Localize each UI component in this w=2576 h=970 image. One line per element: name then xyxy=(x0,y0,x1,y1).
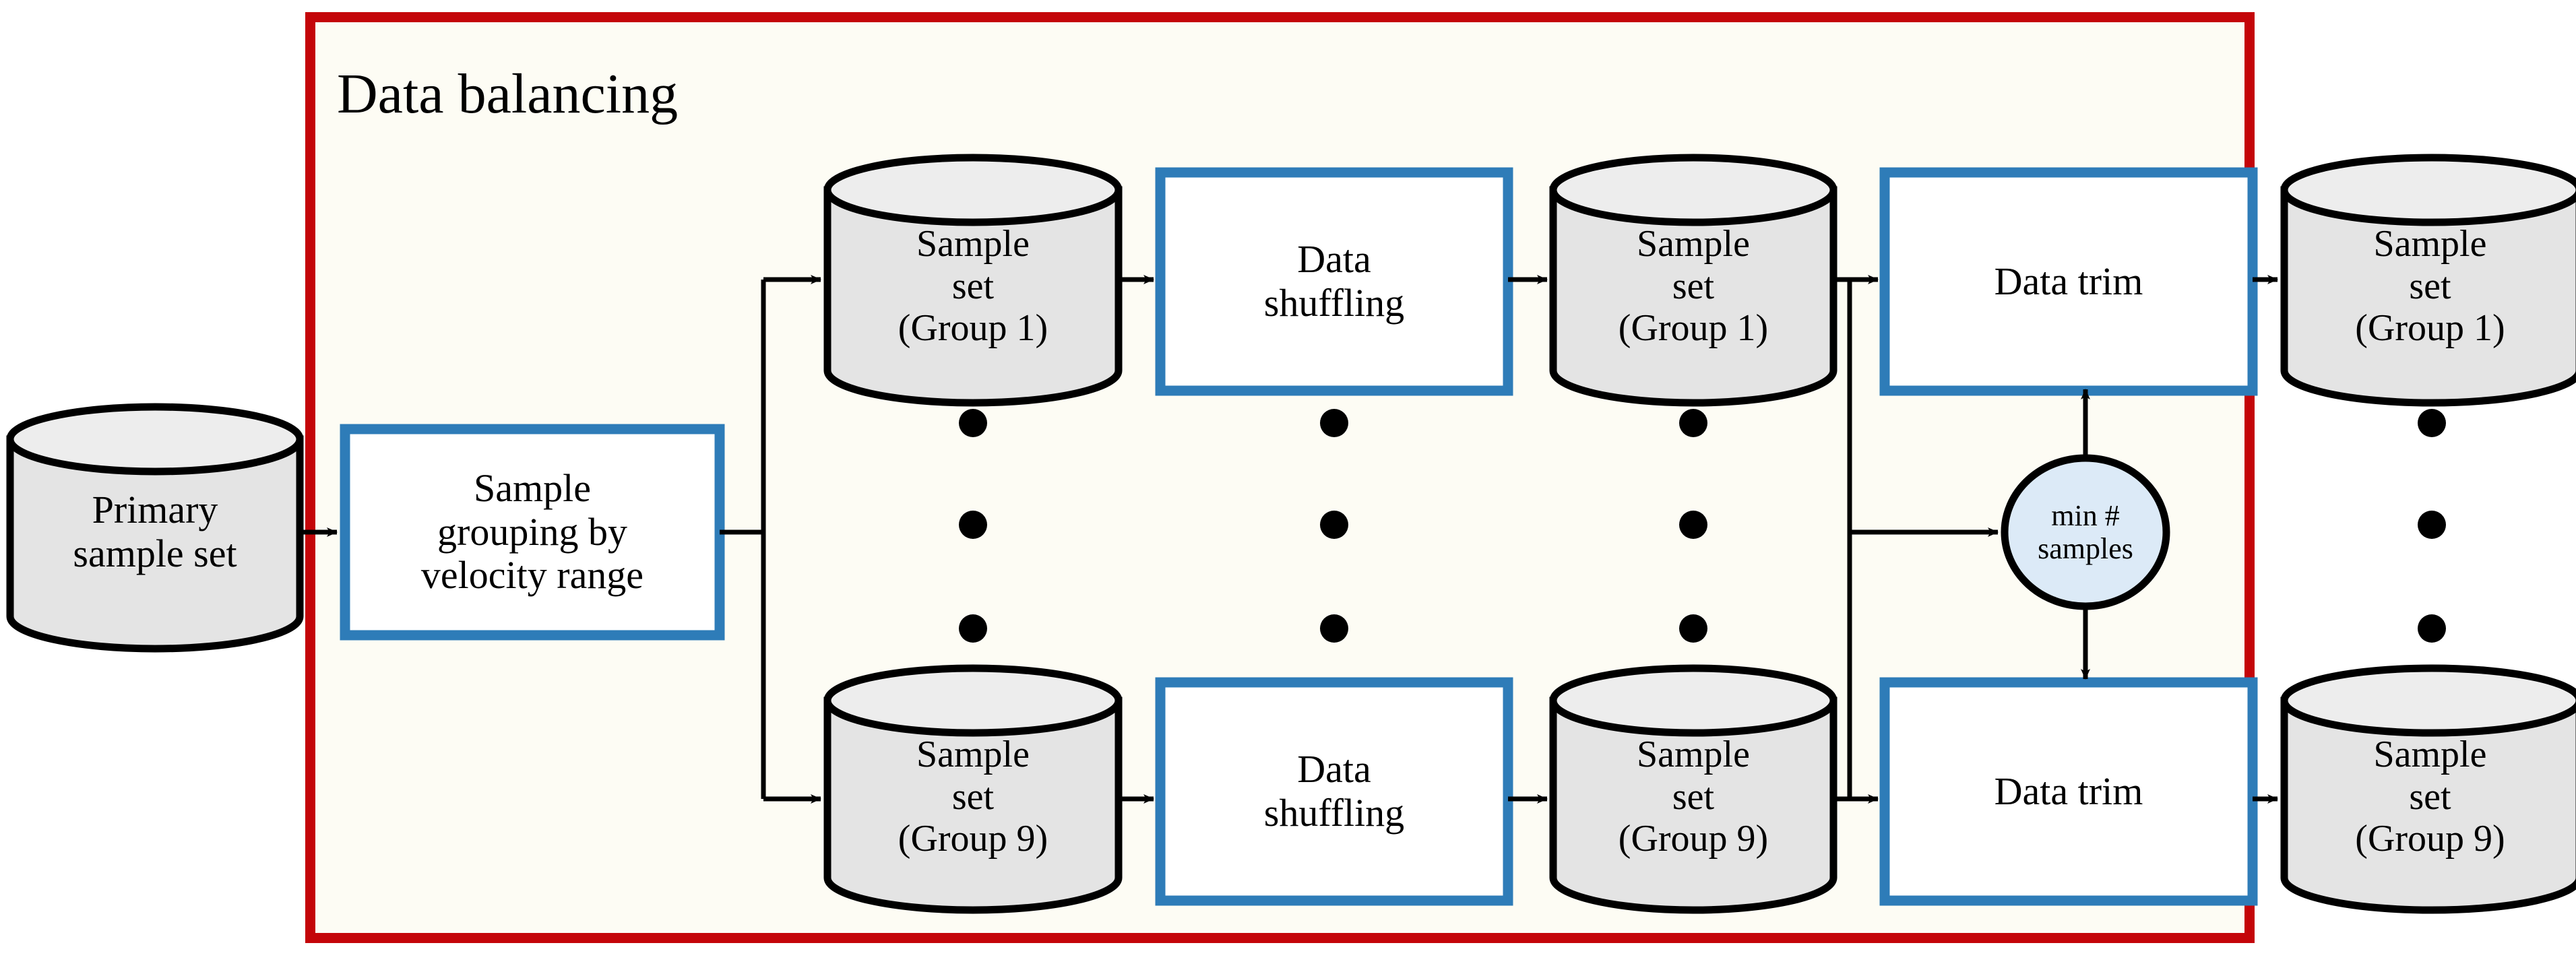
group1-sample-set-b-cylinder xyxy=(1549,154,1837,407)
ellipsis-column-2-dot-1 xyxy=(1320,409,1348,437)
ellipsis-column-4-dot-3 xyxy=(2418,614,2446,643)
primary-sample-set-cylinder xyxy=(6,403,304,653)
ellipsis-column-3-dot-1 xyxy=(1679,409,1707,437)
ellipsis-column-2-dot-3 xyxy=(1320,614,1348,643)
group1-sample-set-a-cylinder xyxy=(823,154,1123,407)
data-shuffling-top-box xyxy=(1155,167,1513,396)
sample-grouping-box xyxy=(340,424,725,641)
ellipsis-dots xyxy=(959,409,2446,643)
data-trim-bottom-box xyxy=(1879,677,2258,906)
ellipsis-column-4-dot-1 xyxy=(2418,409,2446,437)
ellipsis-column-4-dot-2 xyxy=(2418,511,2446,539)
ellipsis-column-1-dot-3 xyxy=(959,614,987,643)
ellipsis-column-1-dot-2 xyxy=(959,511,987,539)
group1-sample-set-c-cylinder xyxy=(2280,154,2576,407)
group9-sample-set-a-cylinder xyxy=(823,664,1123,914)
group9-sample-set-b-cylinder xyxy=(1549,664,1837,914)
ellipsis-column-3-dot-2 xyxy=(1679,511,1707,539)
min-samples-ellipse xyxy=(2001,454,2170,610)
data-shuffling-bottom-box xyxy=(1155,677,1513,906)
data-trim-top-box xyxy=(1879,167,2258,396)
ellipsis-column-2-dot-2 xyxy=(1320,511,1348,539)
ellipsis-column-3-dot-3 xyxy=(1679,614,1707,643)
group9-sample-set-c-cylinder xyxy=(2280,664,2576,914)
ellipsis-column-1-dot-1 xyxy=(959,409,987,437)
